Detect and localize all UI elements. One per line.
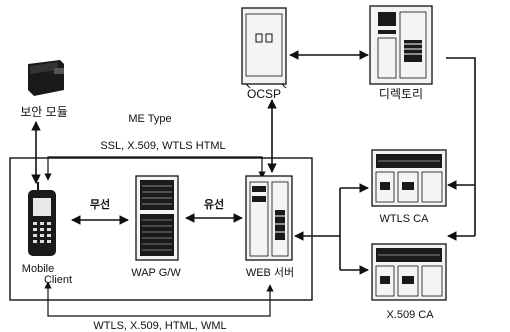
ocsp-server-icon bbox=[242, 8, 286, 88]
security-module-icon bbox=[28, 60, 64, 96]
top-protocols-label: SSL, X.509, WTLS HTML bbox=[100, 140, 225, 152]
wap-gateway-icon bbox=[136, 176, 178, 260]
web-server-icon bbox=[246, 176, 292, 260]
wtls-ca-server-icon bbox=[372, 150, 446, 206]
bottom-protocols-label: WTLS, X.509, HTML, WML bbox=[93, 320, 226, 332]
mobile-client-label-line2: Client bbox=[44, 274, 72, 286]
bottom-protocol-path bbox=[48, 282, 270, 316]
directory-to-ca-loop bbox=[446, 58, 475, 236]
directory-label: 디렉토리 bbox=[379, 87, 423, 101]
wap-gateway-label: WAP G/W bbox=[131, 267, 181, 279]
me-type-label: ME Type bbox=[128, 113, 171, 125]
ocsp-label: OCSP bbox=[247, 87, 281, 101]
security-module-label: 보안 모듈 bbox=[20, 105, 68, 119]
directory-server-icon bbox=[370, 6, 432, 84]
x509-ca-server-icon bbox=[372, 244, 446, 300]
wired-label: 유선 bbox=[204, 197, 224, 211]
x509-ca-label: X.509 CA bbox=[386, 309, 434, 321]
mobile-phone-icon bbox=[28, 182, 56, 256]
web-server-label: WEB 서버 bbox=[246, 266, 294, 279]
wireless-label: 무선 bbox=[90, 197, 110, 211]
wtls-ca-label: WTLS CA bbox=[380, 213, 430, 225]
